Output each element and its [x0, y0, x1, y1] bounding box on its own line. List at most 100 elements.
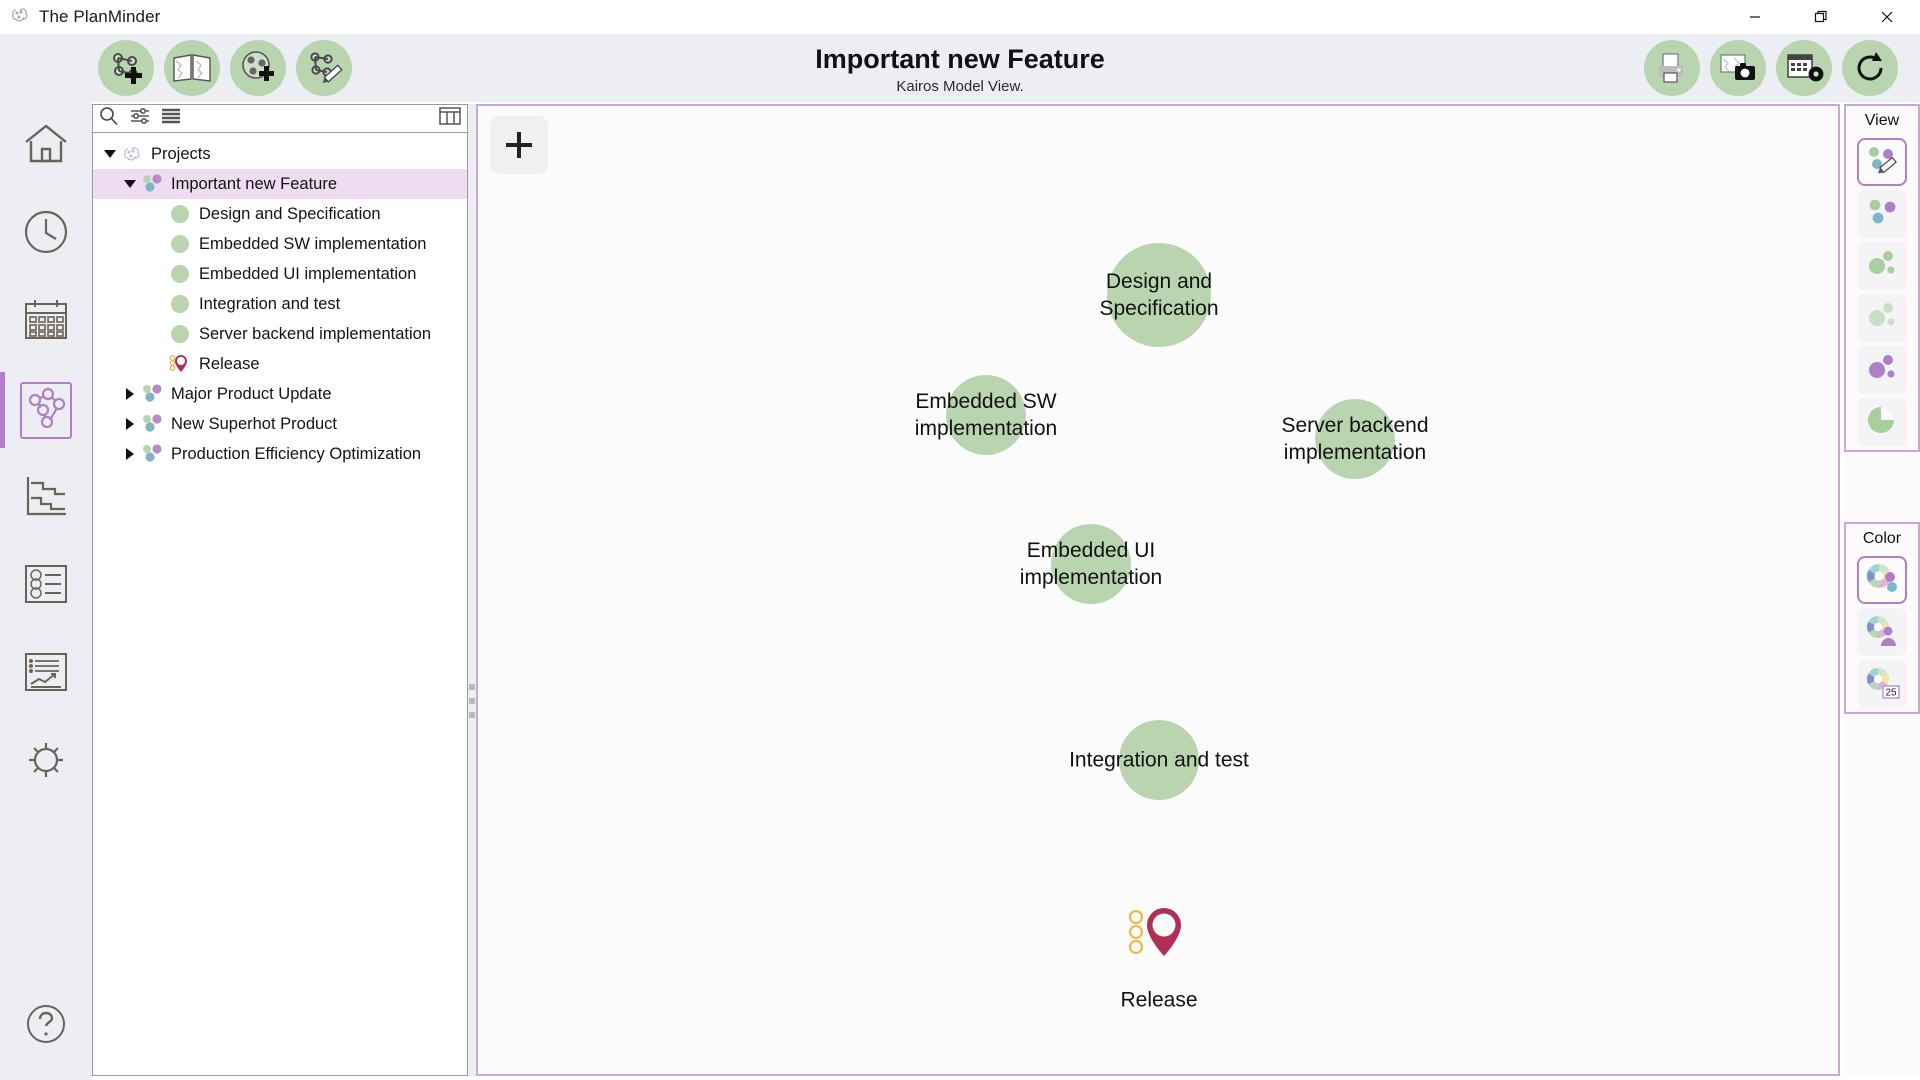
tree-row[interactable]: Server backend implementation [93, 319, 467, 349]
tree-row[interactable]: Release [93, 349, 467, 379]
tree-row[interactable]: Embedded SW implementation [93, 229, 467, 259]
graph-node-task[interactable] [946, 375, 1026, 455]
list-lines-icon[interactable] [161, 107, 181, 130]
screenshot-button[interactable] [1710, 40, 1766, 96]
graph-node-label: Release [1120, 988, 1198, 1012]
graph-node-task[interactable] [1051, 524, 1131, 604]
three-color-dots-icon [1865, 196, 1899, 233]
question-mark-icon [25, 1003, 67, 1050]
tree-row-label: Projects [151, 144, 211, 163]
gear-icon [22, 736, 70, 789]
tree-row-label: Major Product Update [171, 384, 332, 403]
color-wheel-person-icon [1864, 613, 1900, 652]
edit-project-button[interactable] [296, 40, 352, 96]
print-button[interactable] [1644, 40, 1700, 96]
calendar-settings-button[interactable] [1776, 40, 1832, 96]
color-wheel-number-icon: 25 [1864, 665, 1900, 704]
brain-icon [10, 5, 30, 30]
sidebar-item-priority[interactable] [0, 542, 92, 630]
faded-green-dots-icon [1865, 300, 1899, 337]
tree-row[interactable]: Design and Specification [93, 199, 467, 229]
expand-collapse-icon[interactable] [121, 388, 139, 400]
clock-icon [23, 209, 69, 260]
toolbar-right-group [1644, 40, 1898, 96]
tree-row-label: Embedded UI implementation [199, 264, 417, 283]
add-project-button[interactable] [98, 40, 154, 96]
close-button[interactable] [1854, 0, 1920, 34]
sidebar-item-time[interactable] [0, 190, 92, 278]
sidebar-item-settings[interactable] [0, 718, 92, 806]
title-bar-left: The PlanMinder [0, 5, 160, 30]
tree-row-label: Design and Specification [199, 204, 381, 223]
sidebar-item-home[interactable] [0, 102, 92, 190]
sidebar-item-reports[interactable] [0, 630, 92, 718]
add-graph-node-button[interactable] [490, 116, 548, 174]
columns-layout-icon[interactable] [439, 106, 461, 131]
right-options-panel: View [1844, 104, 1920, 1076]
tree-row[interactable]: Embedded UI implementation [93, 259, 467, 289]
add-task-group-button[interactable] [230, 40, 286, 96]
milestone-progress-dots [1128, 909, 1144, 955]
graph-node-task[interactable] [1315, 399, 1395, 479]
graph-node-task[interactable] [1119, 720, 1199, 800]
filter-sliders-icon[interactable] [129, 106, 151, 131]
task-circle-icon [167, 204, 193, 224]
search-icon[interactable] [99, 106, 119, 131]
title-bar: The PlanMinder [0, 0, 1920, 34]
view-options-section: View [1844, 104, 1920, 452]
sidebar-item-model[interactable] [0, 366, 92, 454]
app-title: The PlanMinder [39, 7, 161, 26]
view-section-title: View [1864, 112, 1900, 129]
tree-row[interactable]: Projects [93, 139, 467, 169]
compare-plans-button[interactable] [164, 40, 220, 96]
report-chart-icon [23, 651, 69, 698]
tree-row-label: Embedded SW implementation [199, 234, 427, 253]
refresh-button[interactable] [1842, 40, 1898, 96]
task-circle-icon [167, 234, 193, 254]
tree-row-label: Release [199, 354, 260, 373]
sidebar-item-burndown[interactable] [0, 454, 92, 542]
tree-row[interactable]: Integration and test [93, 289, 467, 319]
panel-splitter[interactable] [468, 104, 476, 1076]
view-option-mixed-dots[interactable] [1857, 190, 1907, 238]
restore-button[interactable] [1788, 0, 1854, 34]
home-icon [23, 122, 69, 171]
tree-row[interactable]: New Superhot Product [93, 409, 467, 439]
tree-toolbar [93, 105, 467, 133]
view-option-light-dots[interactable] [1857, 294, 1907, 342]
graph-node-milestone[interactable] [1128, 903, 1190, 981]
project-dots-icon [139, 413, 165, 435]
color-option-person[interactable] [1857, 608, 1907, 656]
color-option-wheel[interactable] [1857, 556, 1907, 604]
numbered-list-icon [23, 563, 69, 610]
minimize-button[interactable] [1722, 0, 1788, 34]
tree-row[interactable]: Production Efficiency Optimization [93, 439, 467, 469]
view-option-edit[interactable] [1857, 138, 1907, 186]
help-button[interactable] [0, 1003, 92, 1050]
expand-collapse-icon[interactable] [121, 448, 139, 460]
expand-collapse-icon[interactable] [101, 150, 119, 158]
view-option-purple-dots[interactable] [1857, 346, 1907, 394]
splitter-grip[interactable] [469, 684, 475, 718]
purple-dots-icon [1865, 352, 1899, 389]
expand-collapse-icon[interactable] [121, 418, 139, 430]
sidebar-item-calendar[interactable] [0, 278, 92, 366]
expand-collapse-icon[interactable] [121, 180, 139, 188]
project-dots-icon [139, 443, 165, 465]
project-dots-icon [139, 173, 165, 195]
color-option-number[interactable]: 25 [1857, 660, 1907, 708]
tree-row[interactable]: Major Product Update [93, 379, 467, 409]
graph-edges [478, 106, 778, 256]
dots-pencil-icon [1864, 143, 1900, 182]
tree-row-label: Important new Feature [171, 174, 337, 193]
view-option-pie[interactable] [1857, 398, 1907, 446]
tree-row[interactable]: Important new Feature [93, 169, 467, 199]
graph-node-task[interactable] [1107, 243, 1211, 347]
color-section-title: Color [1862, 530, 1902, 547]
network-graph-icon [20, 381, 72, 439]
view-option-green-dots[interactable] [1857, 242, 1907, 290]
